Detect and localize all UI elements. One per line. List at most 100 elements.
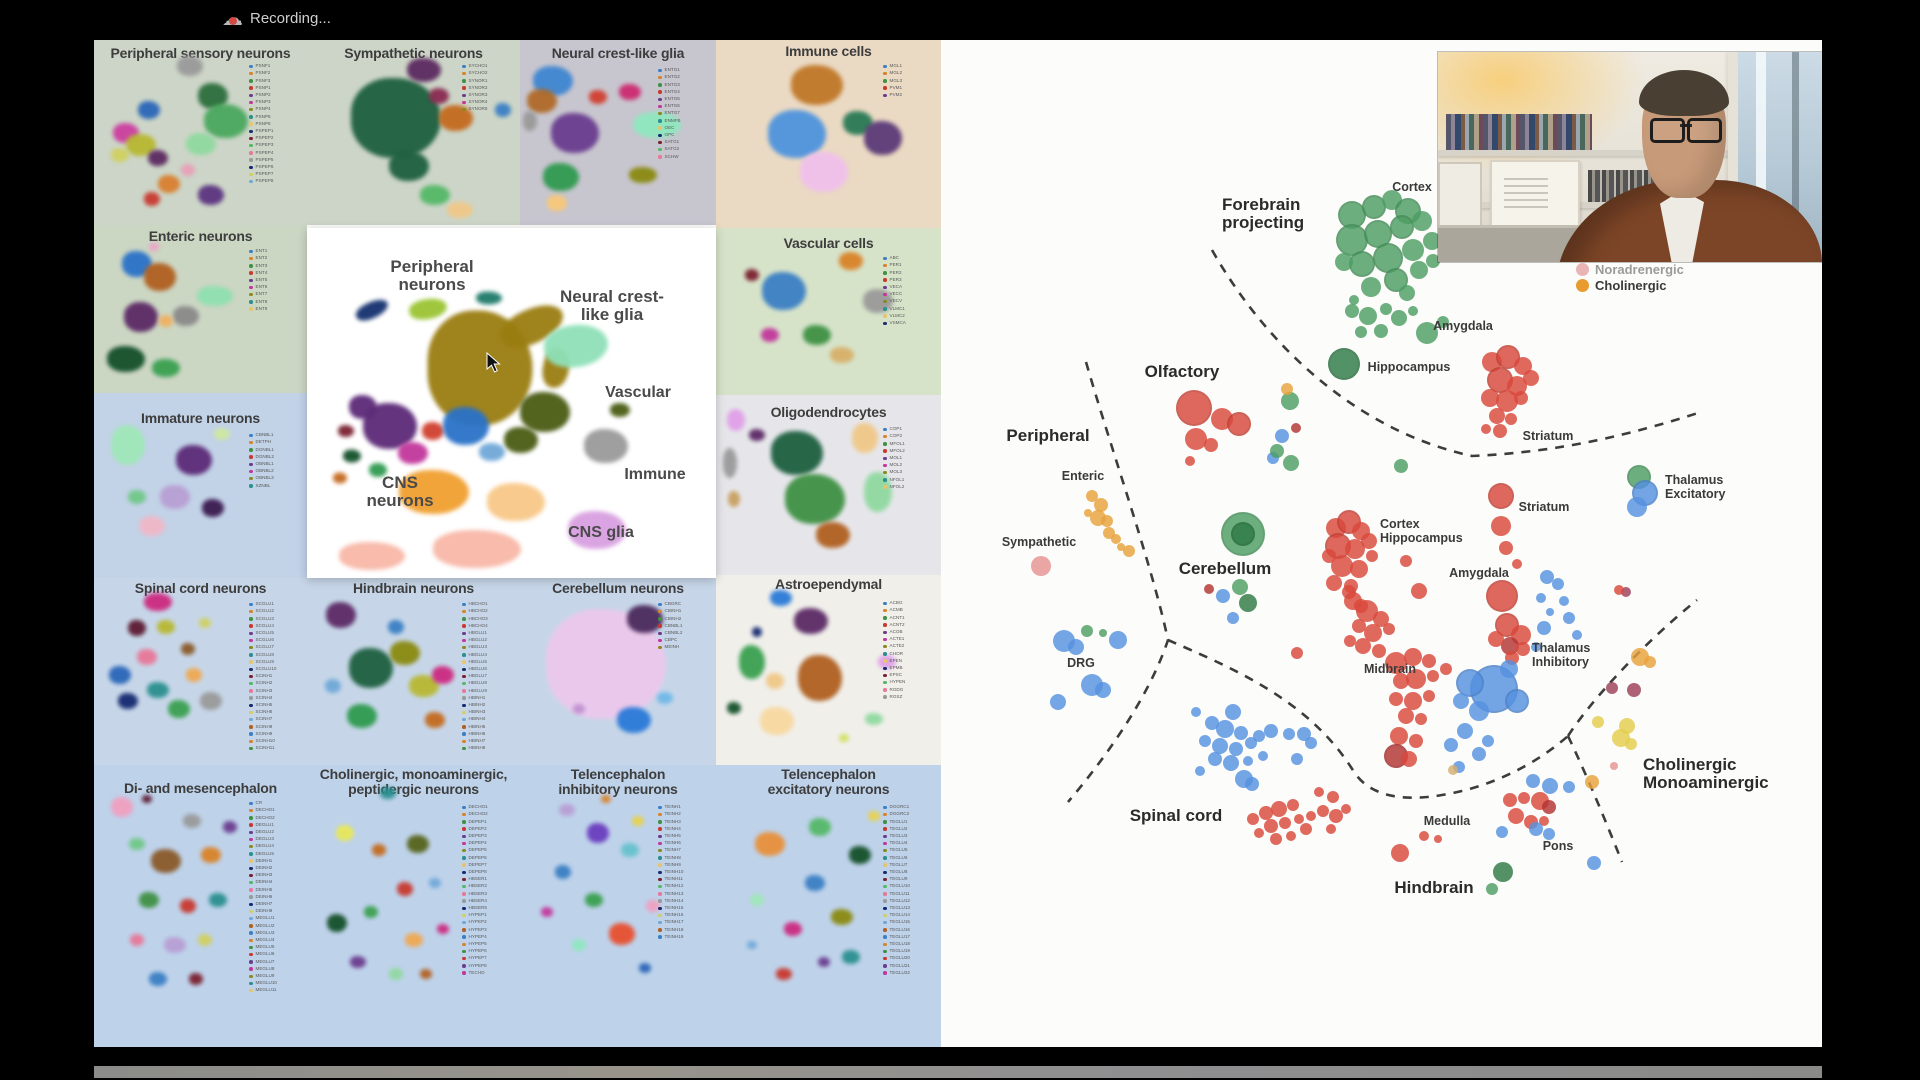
cluster-blob <box>785 474 845 525</box>
cluster-blob <box>142 794 153 803</box>
cluster-blob <box>761 327 779 342</box>
legend-dot-icon <box>883 434 887 439</box>
legend-row: SCINH4 <box>249 695 272 701</box>
legend-row: DEINH3 <box>249 873 272 878</box>
region-bubble <box>1349 295 1359 305</box>
legend-row: DGGRC2 <box>883 812 909 817</box>
region-bubble <box>1536 593 1546 603</box>
region-bubble <box>1529 822 1543 836</box>
panel-title-imn: Immature neurons <box>141 410 260 426</box>
legend-label: HBGLU6 <box>468 666 487 671</box>
legend-dot-icon <box>658 133 662 138</box>
cluster-blob <box>111 424 146 465</box>
region-bubble <box>1486 883 1498 895</box>
cluster-blob <box>379 787 396 800</box>
region-bubble <box>1542 800 1556 814</box>
legend-dot-icon <box>249 852 253 856</box>
cluster-blob <box>842 949 860 964</box>
region-bubble <box>1095 682 1111 698</box>
region-bubble <box>1243 756 1253 766</box>
legend-label: HBSER3 <box>468 890 487 896</box>
legend-dot-icon <box>249 484 253 488</box>
legend-label: ACOB <box>889 629 903 634</box>
legend-row: HBINH8 <box>462 746 485 751</box>
cluster-blob <box>793 607 828 634</box>
region-bubble <box>1621 587 1631 597</box>
region-bubble <box>1501 637 1519 655</box>
legend-row: CR <box>249 801 262 806</box>
legend-dot-icon <box>249 902 253 907</box>
legend-label: PSNF1 <box>255 63 271 69</box>
legend-dot-icon <box>883 906 887 911</box>
region-bubble <box>1234 726 1248 740</box>
webcam-tile[interactable] <box>1438 52 1822 262</box>
legend-row: MGL1 <box>883 64 902 69</box>
legend-dot-icon <box>462 956 466 961</box>
legend-dot-icon <box>249 179 253 184</box>
region-bubble <box>1416 322 1438 344</box>
tsne-class-label: Immune <box>624 466 686 483</box>
region-bubble <box>1380 303 1392 315</box>
legend-label: TEGLU2 <box>889 825 908 831</box>
legend-dot-icon <box>249 660 253 664</box>
legend-row: DEGLU2 <box>249 829 274 835</box>
legend-dot-icon <box>249 143 253 148</box>
legend-dot-icon <box>462 107 466 112</box>
cluster-blob <box>326 602 357 629</box>
legend-label: ACTE1 <box>889 636 905 642</box>
legend-dot-icon <box>883 877 887 882</box>
legend-row: ENTG4 <box>658 89 680 95</box>
legend-label: HBINH3 <box>468 709 486 715</box>
region-bubble <box>1264 819 1278 833</box>
legend-label: Noradrenergic <box>1595 262 1684 277</box>
legend-dot-icon <box>883 307 887 311</box>
panel-title-cbn: Cerebellum neurons <box>552 580 684 596</box>
legend-label: DEPEP3 <box>468 833 487 838</box>
cluster-blob <box>520 392 570 432</box>
legend-label: MEGLU1 <box>255 915 275 921</box>
legend-row: HBINH7 <box>462 738 485 744</box>
legend-label: CBINH1 <box>664 608 682 614</box>
region-bubble <box>1352 619 1366 633</box>
region-bubble <box>1625 738 1637 750</box>
subregion-label: Striatum <box>1518 500 1570 514</box>
region-bubble <box>1374 324 1388 338</box>
legend-dot-icon <box>462 942 466 947</box>
tsne-class-label: Peripheral neurons <box>390 257 474 294</box>
cluster-blob <box>213 427 230 440</box>
legend-label: DEPEP8 <box>468 869 487 874</box>
region-bubble <box>1317 805 1329 817</box>
legend-label: TEGLU18 <box>889 941 910 946</box>
legend-row: TEGLU6 <box>883 855 907 860</box>
legend-dot-icon <box>249 924 253 928</box>
legend-row: HYPEP5 <box>462 941 487 947</box>
region-bubble <box>1390 215 1414 239</box>
legend-label: RGSZ <box>889 693 903 699</box>
legend-dot-icon <box>658 827 662 831</box>
legend-dot-icon <box>883 644 887 649</box>
legend-dot-icon <box>883 899 887 903</box>
region-bubble <box>1225 704 1241 720</box>
region-bubble <box>1489 408 1505 424</box>
legend-dot-icon <box>462 100 466 105</box>
legend-label: HBCHO2 <box>468 608 488 614</box>
legend-dot-icon <box>883 971 887 975</box>
region-bubble <box>1283 455 1299 471</box>
cluster-blob <box>727 702 741 714</box>
cluster-blob <box>128 837 145 850</box>
legend-row: OBNBL2 <box>249 469 274 474</box>
legend-label: DECHO1 <box>255 807 275 813</box>
region-bubble <box>1404 692 1422 710</box>
legend-dot-icon <box>462 971 466 975</box>
legend-label: SCHW <box>664 153 679 159</box>
legend-dot-icon <box>658 812 662 817</box>
legend-dot-icon <box>462 920 466 925</box>
legend-row: ACNT1 <box>883 615 905 620</box>
legend-label: MEGLU4 <box>255 937 275 942</box>
legend-label: PSPEP2 <box>255 135 274 141</box>
legend-dot-icon <box>462 609 466 614</box>
cluster-blob <box>125 134 156 157</box>
legend-row: MEGLU3 <box>249 930 274 936</box>
